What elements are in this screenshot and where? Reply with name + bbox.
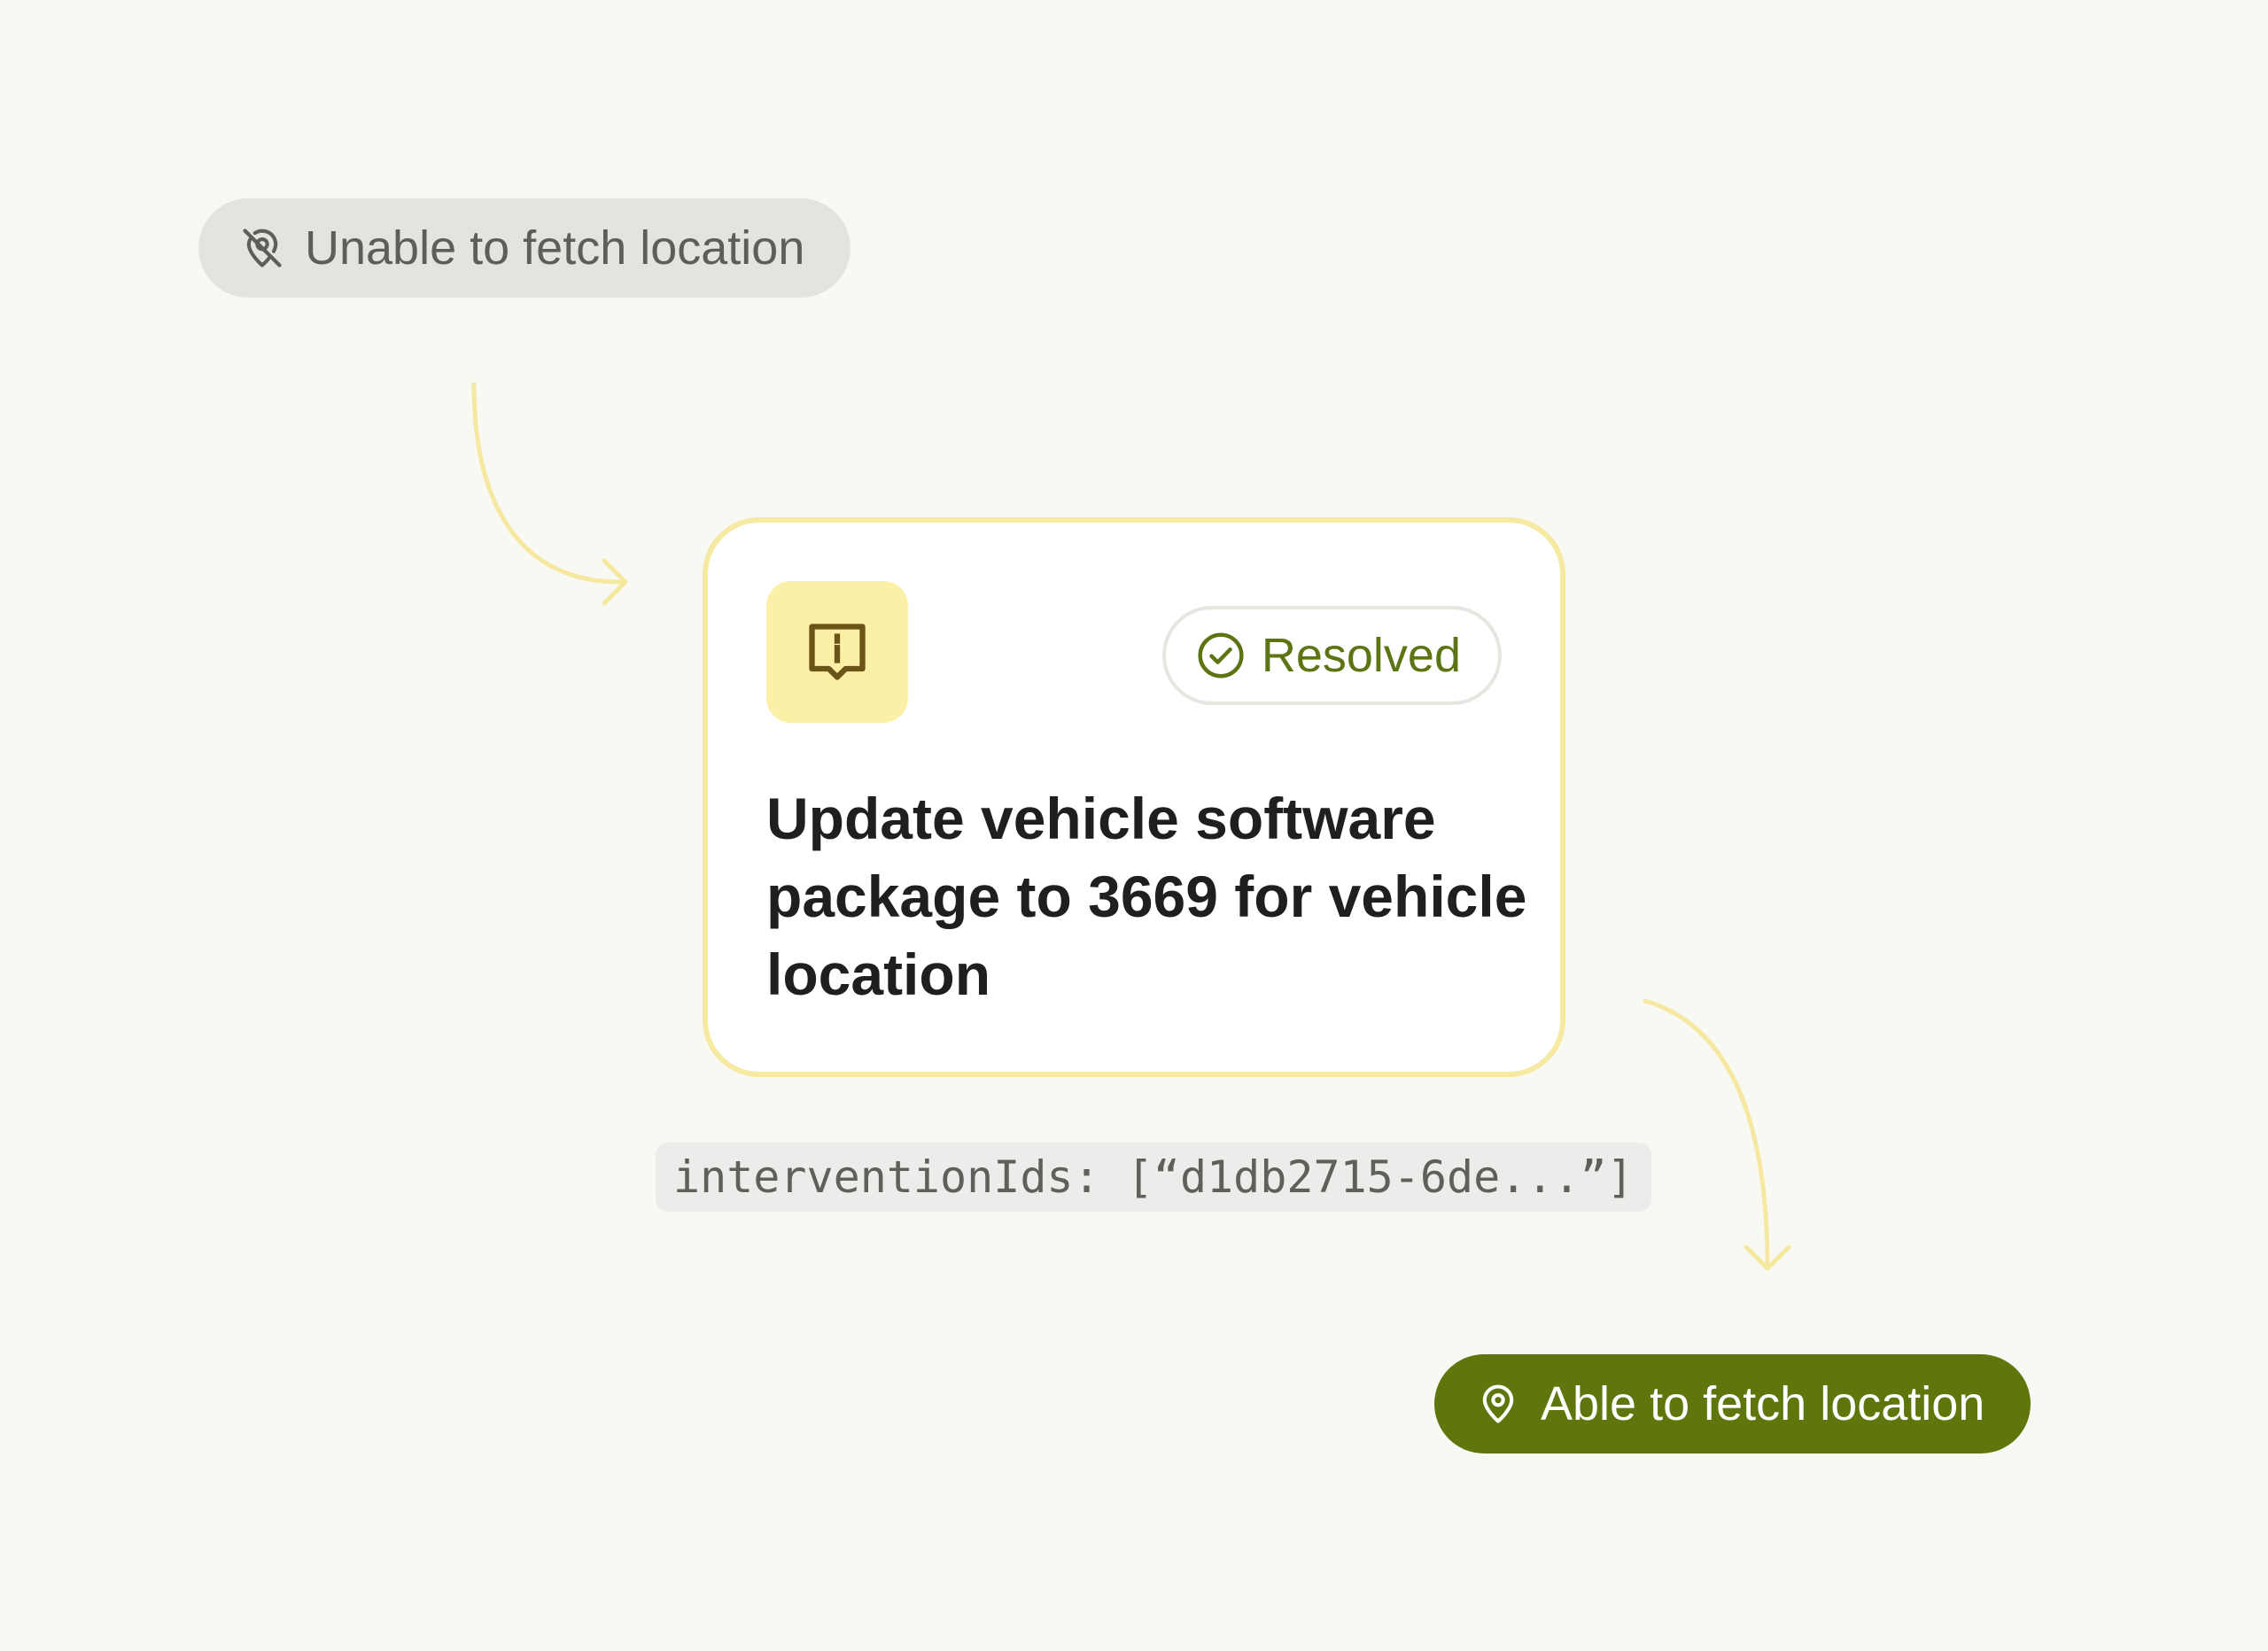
info-message-icon [766,581,908,723]
card-title: Update vehicle software package to 3669 … [766,786,1527,1007]
location-pin-icon [1475,1381,1521,1427]
intervention-card[interactable]: Resolved Update vehicle software package… [703,517,1565,1077]
status-able-pill: Able to fetch location [1434,1354,2031,1453]
status-unable-pill: Unable to fetch location [198,198,851,298]
arrow-to-result-head [1744,1244,1791,1271]
arrow-to-card [471,382,628,585]
status-badge: Resolved [1161,606,1502,705]
status-unable-label: Unable to fetch location [305,221,805,275]
arrow-to-result [1643,998,1770,1271]
location-off-icon [239,225,285,271]
check-circle-icon [1196,631,1246,680]
arrow-to-card-head [602,558,628,606]
status-able-label: Able to fetch location [1541,1377,1985,1430]
status-badge-label: Resolved [1261,629,1461,682]
intervention-ids-code: interventionIds: [“d1db2715-6de...”] [656,1143,1651,1212]
